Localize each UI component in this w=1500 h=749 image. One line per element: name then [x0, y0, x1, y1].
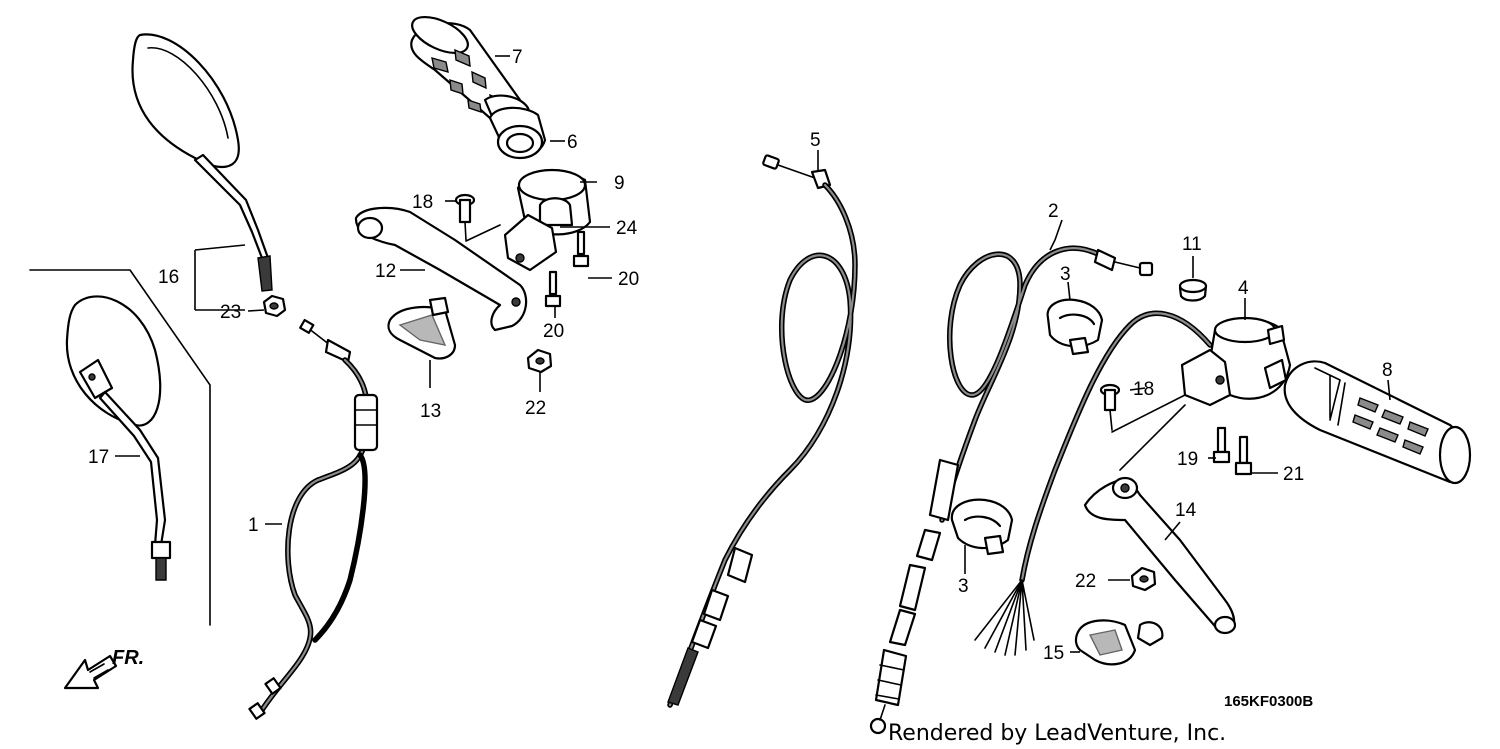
front-direction-arrow: FR.	[63, 647, 144, 690]
callout-13: 13	[420, 401, 441, 422]
lever-bracket[interactable]	[503, 213, 558, 272]
callout-18-right: 18	[1133, 379, 1154, 400]
left-mirror[interactable]	[65, 295, 172, 581]
diagram-code: 165KF0300B	[1224, 693, 1313, 710]
callout-16: 16	[158, 267, 179, 288]
bolt-20-a[interactable]	[572, 230, 590, 268]
callout-20-b: 20	[543, 321, 564, 342]
lever-cover-13[interactable]	[387, 296, 457, 360]
lever-cover-15[interactable]	[1074, 619, 1164, 666]
cable-band-3-lower[interactable]	[950, 498, 1014, 556]
callout-9: 9	[614, 173, 625, 194]
callout-22-left: 22	[525, 398, 546, 419]
nut-23[interactable]	[262, 294, 287, 318]
nut-22-left[interactable]	[526, 348, 553, 374]
render-credit: Rendered by LeadVenture, Inc.	[888, 721, 1226, 746]
callout-8: 8	[1382, 360, 1393, 381]
callout-12: 12	[375, 261, 396, 282]
callout-2: 2	[1048, 201, 1059, 222]
screw-18-left[interactable]	[454, 193, 476, 241]
callout-17: 17	[88, 447, 109, 468]
left-grip[interactable]	[1283, 360, 1472, 485]
nut-22-right[interactable]	[1130, 566, 1157, 592]
callout-20-a: 20	[618, 269, 639, 290]
switch-cable[interactable]	[869, 245, 1154, 735]
frame-outline-line	[29, 269, 211, 626]
leader-lines	[115, 55, 1391, 653]
callout-24: 24	[616, 218, 638, 239]
callout-18-left: 18	[412, 192, 433, 213]
callout-1: 1	[248, 515, 259, 536]
bolt-21[interactable]	[1234, 435, 1253, 476]
callout-4: 4	[1238, 278, 1249, 299]
direction-label: FR.	[112, 647, 144, 669]
callout-21: 21	[1283, 464, 1304, 485]
screw-18-right[interactable]	[1099, 383, 1121, 431]
callout-6: 6	[567, 132, 578, 153]
brake-lever[interactable]	[1083, 476, 1237, 635]
callout-labels: 1 2 3 3 4 5 6 7 8 9 11 12 13 14 15 16 17…	[88, 47, 1393, 664]
callout-22-right: 22	[1075, 571, 1096, 592]
callout-7: 7	[512, 47, 523, 68]
callout-3-upper: 3	[1060, 264, 1071, 285]
callout-3-lower: 3	[958, 576, 969, 597]
bolt-19[interactable]	[1212, 426, 1231, 464]
callout-15: 15	[1043, 643, 1064, 664]
callout-23: 23	[220, 302, 241, 323]
bolt-20-b[interactable]	[544, 270, 562, 308]
throttle-cable[interactable]	[667, 154, 858, 708]
cable-band-3-upper[interactable]	[1046, 298, 1104, 356]
handlebar-switch[interactable]	[974, 310, 1292, 656]
callout-19: 19	[1177, 449, 1198, 470]
callout-5: 5	[810, 130, 821, 151]
callout-11: 11	[1182, 234, 1202, 255]
clutch-cable[interactable]	[248, 318, 379, 720]
right-mirror[interactable]	[131, 33, 273, 292]
callout-14: 14	[1175, 500, 1197, 521]
cap-11[interactable]	[1178, 278, 1208, 302]
throttle-housing[interactable]	[516, 168, 592, 236]
clutch-lever[interactable]	[354, 206, 528, 332]
throttle-pipe[interactable]	[488, 106, 547, 160]
